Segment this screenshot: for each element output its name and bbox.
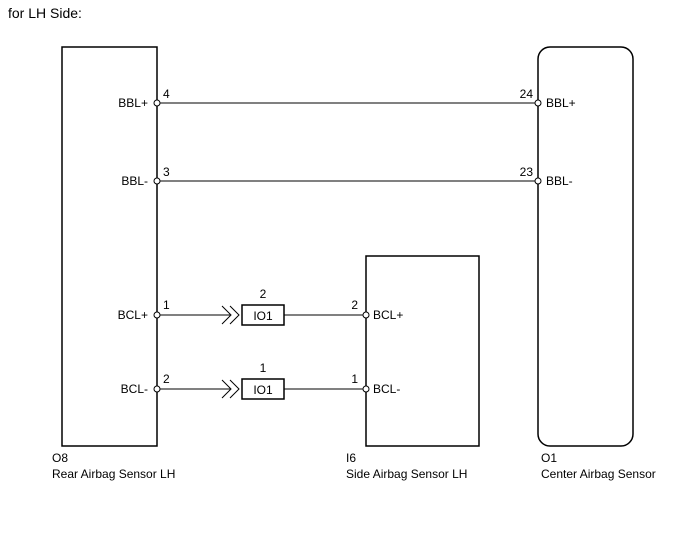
side-pin-1: 1 xyxy=(351,372,358,386)
connector-io1-label: IO1 xyxy=(253,383,273,397)
side-signal-bcl-plus: BCL+ xyxy=(373,308,403,322)
rear-signal-bcl-minus: BCL- xyxy=(121,382,148,396)
center-airbag-sensor-box xyxy=(537,46,634,447)
pin-terminal xyxy=(153,99,161,107)
center-pin-24: 24 xyxy=(520,87,534,101)
center-signal-bbl-plus: BBL+ xyxy=(546,96,576,110)
pin-terminal xyxy=(362,311,370,319)
rear-pin-2: 2 xyxy=(163,372,170,386)
side-airbag-sensor-name: Side Airbag Sensor LH xyxy=(346,467,467,481)
rear-signal-bbl-plus: BBL+ xyxy=(118,96,148,110)
connector-arrow-icon xyxy=(221,379,232,399)
rear-airbag-sensor-box xyxy=(61,46,158,447)
rear-signal-bbl-minus: BBL- xyxy=(121,174,148,188)
center-airbag-sensor-code: O1 xyxy=(541,451,557,465)
side-airbag-sensor-box xyxy=(365,255,480,447)
center-airbag-sensor-name: Center Airbag Sensor xyxy=(541,467,656,481)
rear-airbag-sensor-name: Rear Airbag Sensor LH xyxy=(52,467,175,481)
connector-pin-2: 2 xyxy=(260,287,267,301)
connector-arrow-icon xyxy=(229,379,240,399)
pin-terminal xyxy=(534,99,542,107)
rear-pin-4: 4 xyxy=(163,87,170,101)
connector-io1-label: IO1 xyxy=(253,309,273,323)
center-signal-bbl-minus: BBL- xyxy=(546,174,573,188)
pin-terminal xyxy=(153,177,161,185)
diagram-caption: for LH Side: xyxy=(8,5,82,21)
pin-terminal xyxy=(153,311,161,319)
side-airbag-sensor-code: I6 xyxy=(346,451,356,465)
pin-terminal xyxy=(534,177,542,185)
rear-airbag-sensor-code: O8 xyxy=(52,451,68,465)
pin-terminal xyxy=(153,385,161,393)
rear-signal-bcl-plus: BCL+ xyxy=(118,308,148,322)
connector-arrow-icon xyxy=(229,305,240,325)
center-pin-23: 23 xyxy=(520,165,534,179)
connector-arrow-icon xyxy=(221,305,232,325)
rear-pin-3: 3 xyxy=(163,165,170,179)
rear-pin-1: 1 xyxy=(163,298,170,312)
connector-pin-1: 1 xyxy=(260,361,267,375)
side-signal-bcl-minus: BCL- xyxy=(373,382,400,396)
side-pin-2: 2 xyxy=(351,298,358,312)
pin-terminal xyxy=(362,385,370,393)
